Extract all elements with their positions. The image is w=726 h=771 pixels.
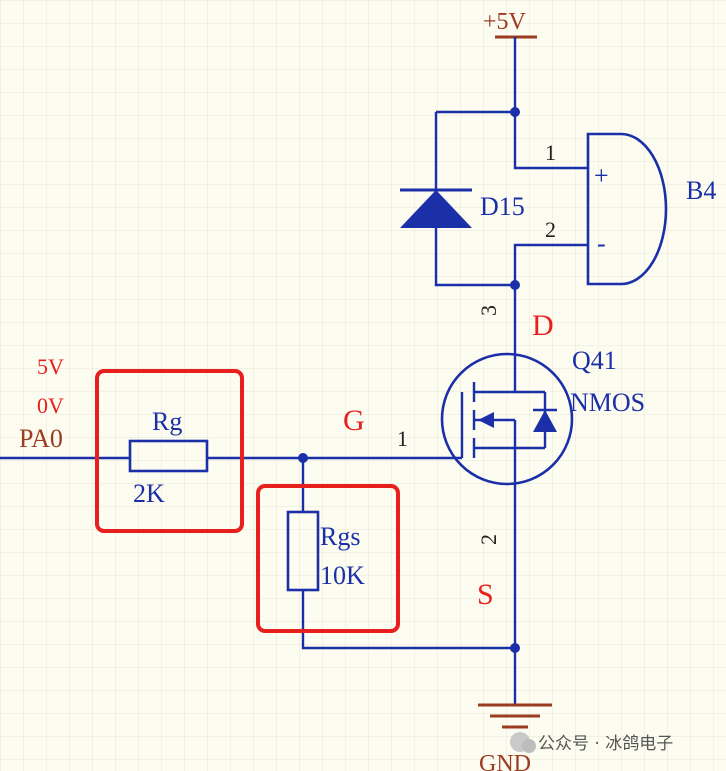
- resistor-rg[interactable]: Rg 2K: [128, 407, 209, 508]
- buzzer-body-icon: [586, 132, 668, 286]
- buzzer-pin2-label: 2: [545, 217, 556, 242]
- rgs-designator: Rgs: [320, 522, 360, 551]
- junctions: [298, 107, 520, 653]
- buzzer-pin1-label: 1: [545, 140, 556, 165]
- highlight-box-rgs: [256, 484, 400, 633]
- mosfet-q41[interactable]: Q41 NMOS 1 3 2: [397, 305, 645, 545]
- gate-annotation: G: [343, 404, 365, 437]
- rgs-value: 10K: [320, 561, 365, 590]
- rg-value: 2K: [133, 479, 165, 508]
- junction-dot: [510, 643, 520, 653]
- wire-diode-anode: [434, 228, 515, 287]
- diode-triangle-icon: [400, 190, 472, 228]
- junction-dot: [510, 280, 520, 290]
- wechat-icon-bubble: [522, 739, 536, 753]
- body-diode-icon: [533, 410, 557, 432]
- mosfet-body-circle: [440, 352, 574, 486]
- buzzer-designator: B4: [686, 176, 716, 205]
- wire-rgs-bottom: [301, 590, 515, 650]
- highlight-box-rg: [95, 369, 244, 533]
- drain-annotation: D: [532, 309, 554, 342]
- resistor-rgs[interactable]: Rgs 10K: [286, 510, 365, 592]
- buzzer-plus-mark: +: [594, 161, 609, 190]
- watermark: 公众号 · 冰鸽电子: [510, 732, 673, 754]
- watermark-text: 公众号 · 冰鸽电子: [538, 734, 673, 754]
- mosfet-designator: Q41: [572, 346, 617, 375]
- mosfet-arrow-icon: [478, 412, 494, 428]
- diode-designator: D15: [480, 192, 525, 221]
- ground-symbol[interactable]: GND: [478, 703, 552, 771]
- input-level-high: 5V: [37, 354, 64, 379]
- source-annotation: S: [477, 578, 494, 611]
- rgs-body: [286, 510, 320, 592]
- rg-designator: Rg: [152, 407, 182, 436]
- junction-dot: [510, 107, 520, 117]
- mosfet-type: NMOS: [570, 388, 645, 417]
- rg-body: [128, 439, 209, 473]
- drain-pin-number: 3: [476, 305, 501, 316]
- vcc-label: +5V: [483, 9, 527, 35]
- gate-pin-number: 1: [397, 426, 408, 451]
- gnd-label: GND: [479, 751, 531, 771]
- buzzer-minus-mark: -: [597, 229, 606, 258]
- wires: [0, 37, 588, 705]
- input-net[interactable]: 5V 0V PA0: [19, 354, 64, 453]
- buzzer-b4[interactable]: 1 2 + - B4: [545, 132, 716, 286]
- source-pin-number: 2: [476, 534, 501, 545]
- input-level-low: 0V: [37, 393, 64, 418]
- diode-d15[interactable]: D15: [400, 188, 525, 228]
- input-net-name: PA0: [19, 424, 63, 453]
- wire-buzzer-pin2: [513, 243, 588, 377]
- junction-dot: [298, 453, 308, 463]
- wire-vcc-to-buzzer: [513, 37, 588, 170]
